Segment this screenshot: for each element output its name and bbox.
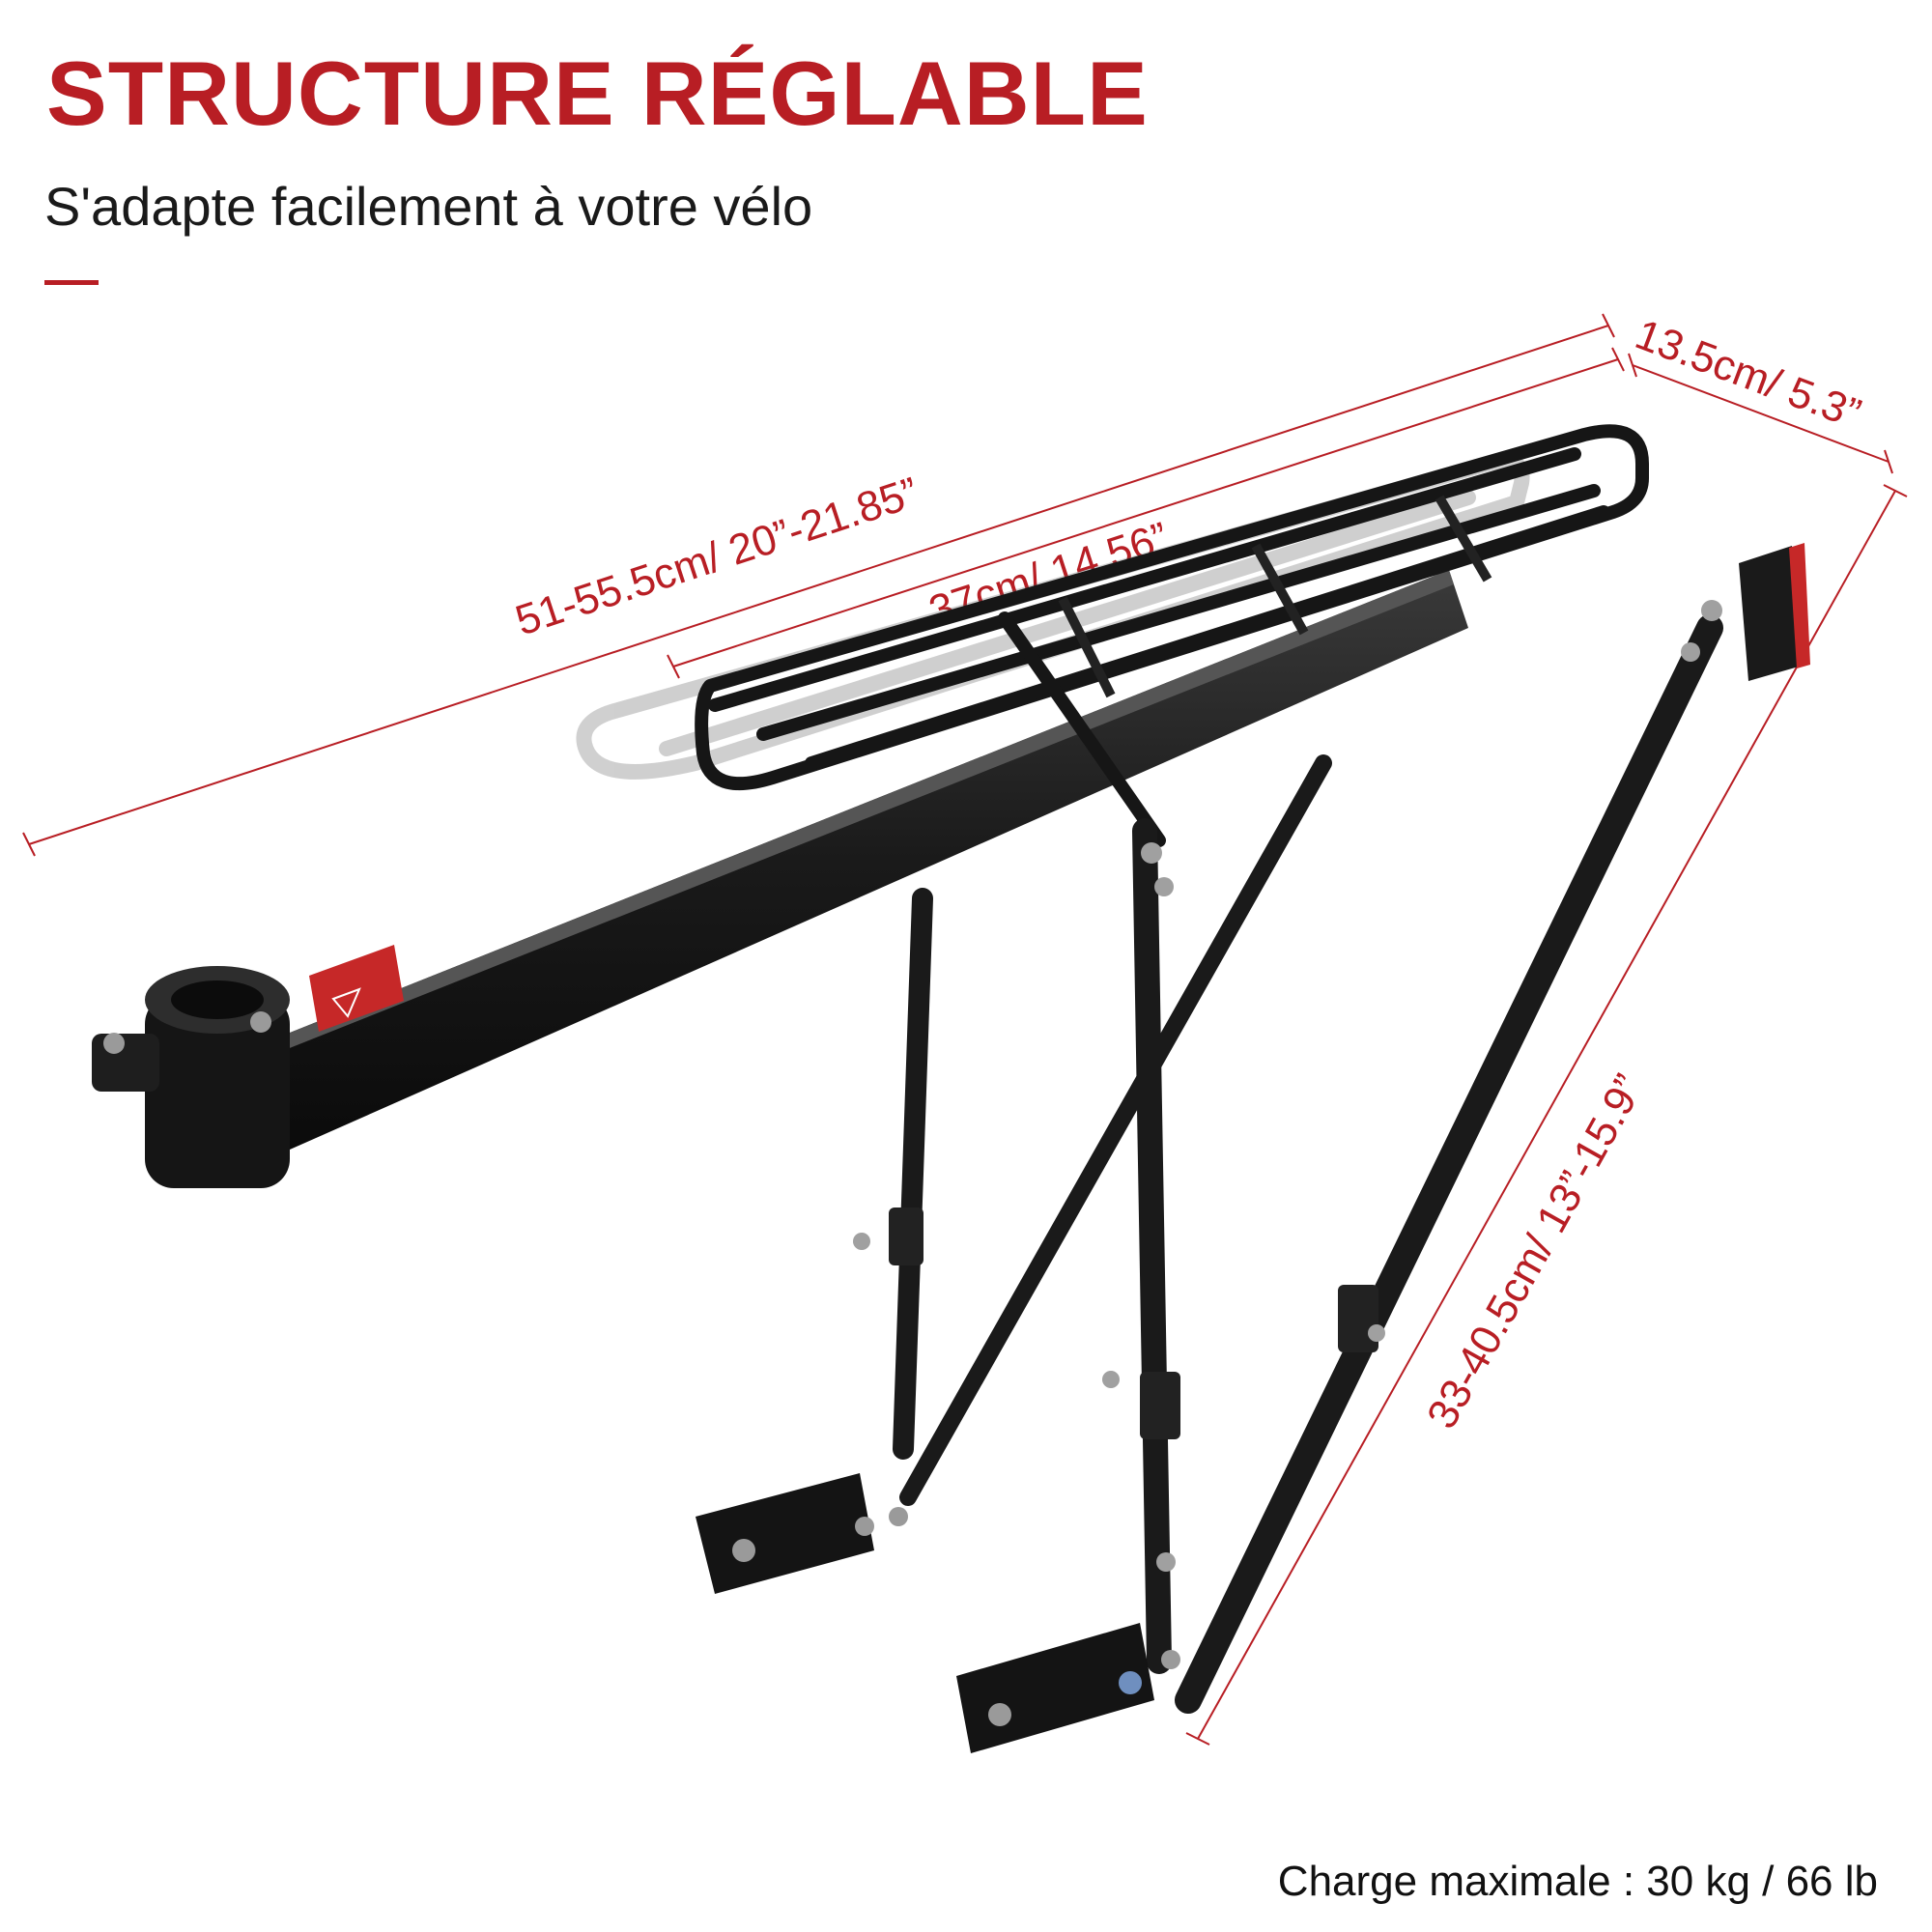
bracket-bolt [988, 1703, 1011, 1726]
dimension-line-total-length [22, 313, 1615, 857]
page-title: STRUCTURE RÉGLABLE [46, 43, 1149, 144]
frame-mount-bracket-left [696, 1473, 908, 1594]
dimension-line-platform-length [667, 347, 1625, 679]
clamp-bolt [250, 1011, 271, 1033]
clamp-bolt [103, 1033, 125, 1054]
warning-sticker [309, 945, 404, 1032]
rear-reflector [1739, 543, 1810, 681]
support-struts [893, 614, 1723, 1714]
dimension-label-height: 33-40.5cm/ 13”-15.9” [1418, 1066, 1653, 1436]
bracket-bolt [1161, 1650, 1180, 1669]
frame-mount-bracket-right [956, 1623, 1180, 1753]
main-beam [251, 570, 1468, 1150]
dimension-line-height [1185, 484, 1908, 1746]
page-subtitle: S'adapte facilement à votre vélo [44, 176, 813, 237]
bracket-bolt [732, 1539, 755, 1562]
platform-crossbars [1058, 495, 1492, 698]
seatpost-clamp [92, 966, 290, 1188]
joint-bolts [853, 600, 1722, 1572]
dimension-label-width: 13.5cm/ 5.3” [1629, 310, 1866, 438]
accent-divider [44, 280, 99, 285]
bracket-bolt [1119, 1671, 1142, 1694]
dimension-line-width [1628, 353, 1893, 474]
bracket-bolt [889, 1507, 908, 1526]
max-load-label: Charge maximale : 30 kg / 66 lb [1277, 1858, 1878, 1905]
bracket-bolt [855, 1517, 874, 1536]
